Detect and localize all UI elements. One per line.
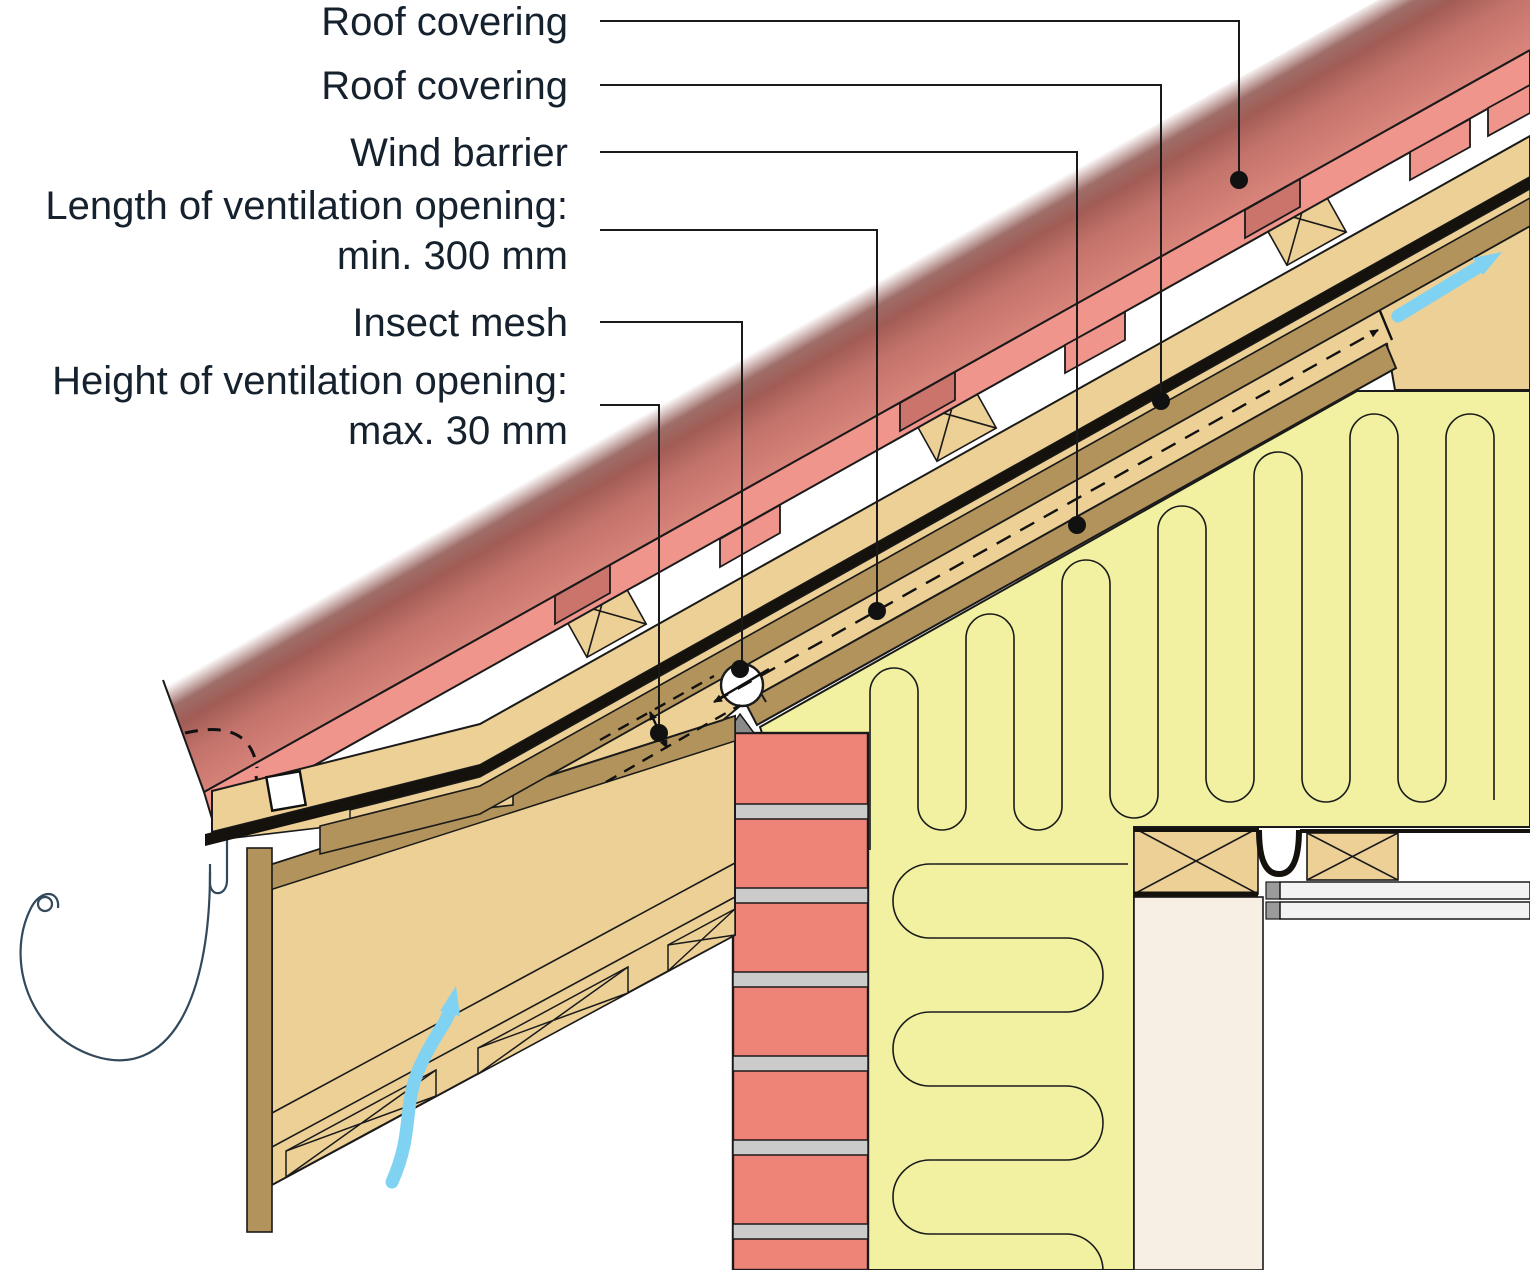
- leader-dot-insect-mesh: [731, 660, 749, 678]
- leader-dot-vent-length: [868, 602, 886, 620]
- interior-wall-leaf: [1133, 896, 1264, 1270]
- vapour-barrier-slack-loop: [1256, 829, 1302, 878]
- leader-vent-length: [600, 229, 878, 609]
- gutter-bead-curl: [36, 895, 54, 913]
- ceiling-batten: [1306, 832, 1399, 881]
- label-vent-height-line2: max. 30 mm: [348, 409, 568, 453]
- ceiling-board: [1279, 901, 1530, 920]
- leader-lines: [600, 20, 1248, 742]
- soffit-board-line: [271, 896, 736, 1148]
- ceiling-board: [1279, 881, 1530, 900]
- vapour-barrier-line: [1134, 828, 1530, 897]
- soffit-board-line: [271, 862, 736, 1114]
- label-vent-length-line1: Length of ventilation opening:: [45, 184, 568, 228]
- air-flow-arrows: [385, 252, 1502, 1189]
- label-insect-mesh: Insect mesh: [352, 301, 568, 345]
- ceiling-board-cap: [1265, 901, 1281, 920]
- air-flow-arrowhead-soffit: [440, 986, 460, 1016]
- ventilation-dimensions: [599, 310, 1394, 784]
- tile-tip-edge: [162, 679, 205, 793]
- leader-dot-roof-covering-2: [1152, 392, 1170, 410]
- brick-wall: [725, 712, 870, 1270]
- leader-insect-mesh: [600, 321, 743, 667]
- gutter-bowl: [19, 871, 212, 1062]
- label-roof-covering-1: Roof covering: [321, 0, 568, 44]
- air-flow-arrow-channel: [1391, 259, 1487, 323]
- vent-height-extension-line: [599, 674, 715, 742]
- vent-length-end-tick: [1378, 310, 1394, 341]
- leader-roof-covering-1: [600, 20, 1240, 180]
- leader-vent-height: [600, 404, 660, 731]
- air-flow-arrowhead-channel: [1473, 252, 1502, 275]
- leader-wind-barrier: [600, 151, 1078, 525]
- ceiling-assembly: [1133, 827, 1530, 1270]
- wall-top-plate-batten: [1133, 827, 1259, 895]
- air-flow-arrow-soffit: [385, 1001, 458, 1189]
- gutter: [19, 826, 229, 1062]
- ceiling-boards: [1265, 881, 1530, 920]
- leader-dot-roof-covering-1: [1230, 171, 1248, 189]
- label-roof-covering-2: Roof covering: [321, 64, 568, 108]
- leader-dot-vent-height: [650, 724, 668, 742]
- label-vent-height-line1: Height of ventilation opening:: [52, 359, 568, 403]
- vent-height-extension-line: [605, 703, 741, 784]
- leader-dot-wind-barrier: [1068, 516, 1086, 534]
- brick-wall-body: [731, 731, 870, 1270]
- fascia-board: [246, 847, 273, 1233]
- labels: Roof covering Roof covering Wind barrier…: [45, 0, 568, 453]
- ceiling-board-cap: [1265, 881, 1281, 900]
- counter-batten-strip: [211, 134, 1530, 834]
- label-wind-barrier: Wind barrier: [350, 131, 568, 175]
- leader-roof-covering-2: [600, 84, 1162, 401]
- sub-roof-board-olive: [319, 197, 1530, 856]
- tile-swing-dashed-arc: [184, 728, 259, 769]
- wall-insulation-hatch: [892, 863, 1128, 1270]
- label-vent-length-line2: min. 300 mm: [337, 234, 568, 278]
- eave-vent-block: [264, 769, 308, 813]
- vent-length-dimension-line: [713, 328, 1379, 704]
